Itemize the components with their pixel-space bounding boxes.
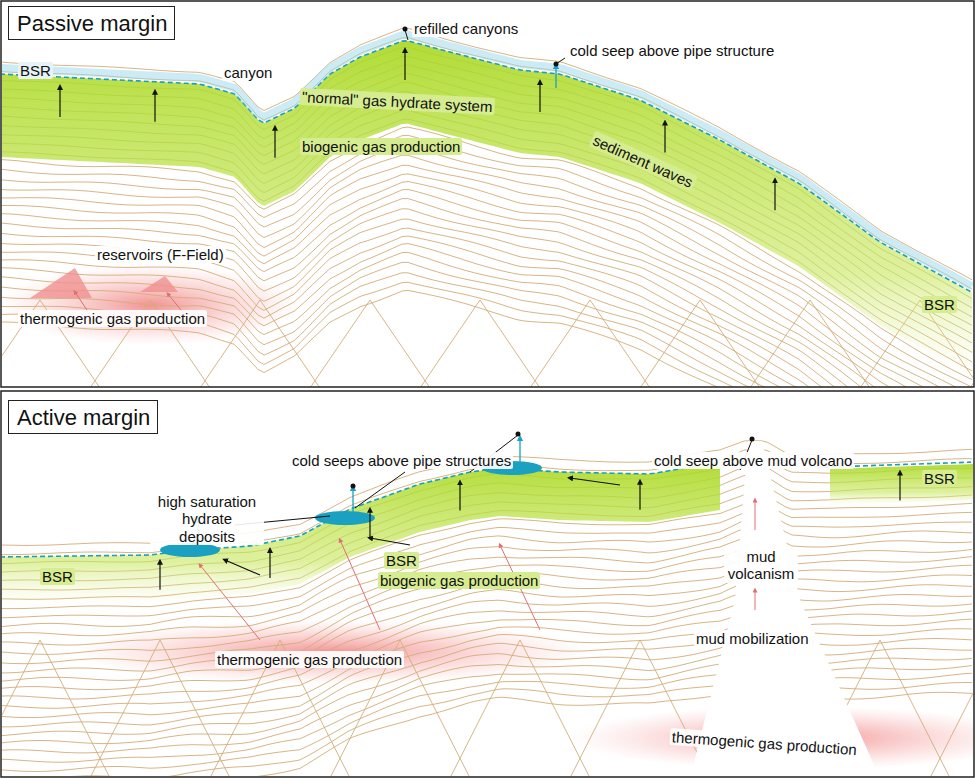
annotation-label: refilled canyons bbox=[412, 20, 520, 37]
thrust-fault bbox=[930, 640, 973, 776]
leader-line bbox=[405, 30, 408, 40]
sediment-layer bbox=[2, 273, 972, 387]
seep-arrow bbox=[555, 66, 556, 88]
reservoir bbox=[140, 276, 178, 292]
leader-dot bbox=[351, 484, 356, 489]
thermogenic-migration-arrow bbox=[340, 540, 380, 630]
gas-migration-arrow bbox=[59, 87, 60, 117]
hydrate-zone bbox=[2, 462, 720, 605]
panel-title-box: Passive margin bbox=[8, 6, 175, 40]
gas-migration-arrow bbox=[899, 473, 900, 501]
leader-dot bbox=[554, 62, 559, 67]
seep-arrow bbox=[352, 488, 353, 512]
gas-migration-arrow bbox=[774, 180, 775, 210]
fault-block bbox=[750, 300, 870, 387]
annotation-label: BSR bbox=[384, 552, 419, 569]
gas-migration-arrow bbox=[459, 482, 460, 510]
leader-dot bbox=[516, 432, 521, 437]
annotation-label: cold seep above mud volcano bbox=[652, 452, 854, 469]
panel-title-box: Active margin bbox=[8, 400, 158, 434]
gas-migration-arrow bbox=[154, 92, 155, 122]
annotation-label: mud mobilization bbox=[694, 630, 811, 647]
fault-block bbox=[310, 300, 430, 387]
fault-block bbox=[530, 300, 650, 387]
lateral-migration-arrow bbox=[370, 538, 410, 545]
annotation-label: biogenic gas production bbox=[378, 572, 540, 589]
hydrate-zone bbox=[830, 464, 973, 505]
annotation-label: reservoirs (F-Field) bbox=[95, 246, 226, 263]
annotation-label: canyon bbox=[222, 64, 274, 81]
annotation-label: BSR bbox=[922, 296, 957, 313]
fault-block bbox=[200, 300, 320, 387]
mud-ascent-arrow bbox=[755, 500, 756, 530]
sediment-layer bbox=[2, 290, 972, 387]
lateral-migration-arrow bbox=[225, 560, 260, 575]
fault-block bbox=[640, 300, 760, 387]
annotation-label: thermogenic gas production bbox=[215, 651, 404, 668]
seep-arrow bbox=[519, 438, 520, 462]
fault-block bbox=[420, 300, 540, 387]
gas-migration-arrow bbox=[639, 482, 640, 510]
sediment-layer bbox=[2, 282, 972, 387]
panel-title: Active margin bbox=[17, 405, 149, 431]
gas-migration-arrow bbox=[369, 510, 370, 538]
thrust-fault bbox=[570, 640, 710, 776]
annotation-label: cold seep above pipe structure bbox=[568, 42, 776, 59]
reservoir bbox=[30, 268, 92, 298]
annotation-label: biogenic gas production bbox=[300, 138, 462, 155]
leader-dot bbox=[403, 27, 408, 32]
thermogenic-migration-arrow bbox=[200, 565, 260, 640]
annotation-label: BSR bbox=[40, 568, 75, 585]
panel-title: Passive margin bbox=[17, 11, 166, 37]
bsr-line bbox=[2, 462, 720, 557]
annotation-label: thermogenic gas production bbox=[18, 310, 207, 327]
gas-migration-arrow bbox=[269, 550, 270, 578]
thrust-fault bbox=[2, 640, 110, 776]
hydrate-deposit bbox=[160, 543, 220, 557]
gas-migration-arrow bbox=[404, 50, 405, 80]
mud-ascent-arrow bbox=[755, 590, 756, 610]
gas-migration-arrow bbox=[664, 123, 665, 153]
gas-migration-arrow bbox=[539, 82, 540, 112]
hydrate-zone bbox=[2, 41, 972, 376]
thrust-fault bbox=[90, 640, 230, 776]
gas-migration-arrow bbox=[159, 562, 160, 590]
hydrate-layer bbox=[2, 35, 972, 287]
leader-dot bbox=[750, 437, 755, 442]
annotation-label: cold seeps above pipe structures bbox=[290, 452, 513, 469]
annotation-label: BSR bbox=[922, 470, 957, 487]
annotation-label: mud volcanism bbox=[724, 548, 798, 583]
annotation-label: BSR bbox=[18, 62, 53, 79]
thrust-fault bbox=[450, 640, 590, 776]
gas-migration-arrow bbox=[274, 128, 275, 158]
annotation-label: high saturation hydrate deposits bbox=[150, 493, 264, 545]
lateral-migration-arrow bbox=[570, 478, 620, 485]
hydrate-deposit bbox=[315, 511, 375, 525]
leader-line bbox=[355, 472, 405, 508]
